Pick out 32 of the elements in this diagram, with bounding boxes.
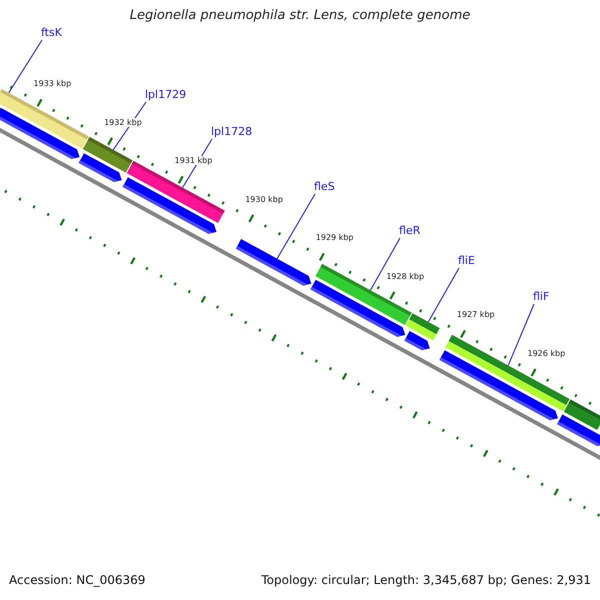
- scale-label: 1932 kbp: [104, 118, 142, 127]
- scale-label: 1928 kbp: [386, 272, 424, 281]
- gene-bar: [406, 313, 440, 340]
- gene-label: fliF: [533, 291, 550, 304]
- leader-line: [8, 40, 42, 94]
- scale-label: 1930 kbp: [245, 194, 283, 204]
- leader-line: [370, 238, 400, 291]
- gene-label: lpl1729: [145, 89, 186, 102]
- scale-label: 1931 kbp: [174, 156, 212, 166]
- cds-block: [236, 239, 312, 286]
- cds-block: [0, 108, 80, 160]
- gene-bar: [445, 334, 570, 412]
- cds-block: [310, 280, 406, 337]
- leader-line: [276, 194, 316, 260]
- scale-label: 1929 kbp: [316, 233, 354, 242]
- leader-line: [508, 304, 534, 366]
- scale-label: 1927 kbp: [456, 310, 495, 320]
- cds-block: [404, 331, 430, 350]
- gene-label: fleS: [314, 181, 335, 194]
- gene-label: lpl1728: [211, 126, 252, 139]
- scale-label: 1933 kbp: [34, 79, 72, 88]
- gene-label: fleR: [399, 225, 420, 238]
- genome-info-text: Topology: circular; Length: 3,345,687 bp; Genes: 2,931: [261, 574, 591, 588]
- cds-block: [122, 177, 217, 234]
- accession-text: Accession: NC_006369: [9, 574, 146, 588]
- gene-label: ftsK: [41, 27, 62, 40]
- scale-label: 1926 kbp: [527, 348, 566, 358]
- chart-title: Legionella pneumophila str. Lens, complete genome: [128, 9, 472, 24]
- cds-block: [78, 153, 122, 182]
- gene-label: fliE: [458, 255, 475, 268]
- leader-line: [428, 268, 460, 322]
- cds-block: [557, 414, 600, 446]
